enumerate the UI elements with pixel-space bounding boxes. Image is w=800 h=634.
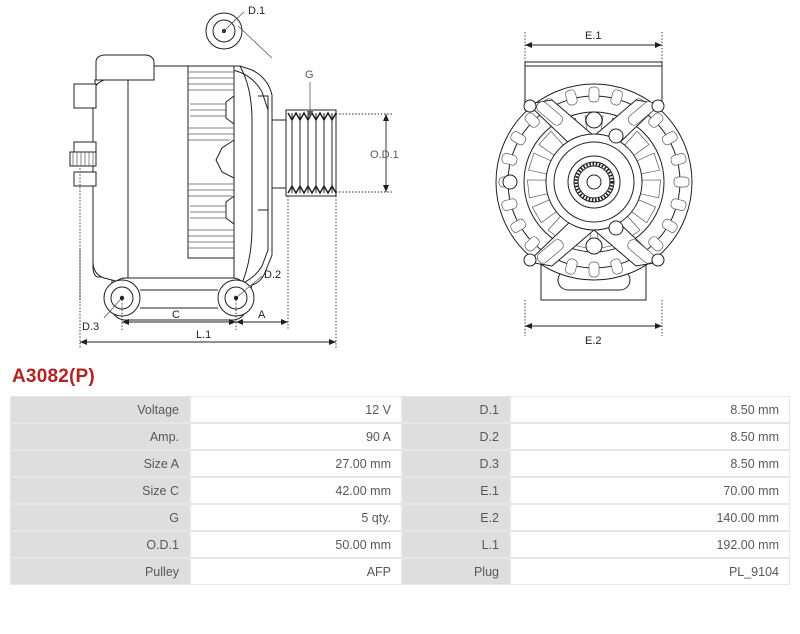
svg-text:A: A [258,309,266,321]
spec-label: O.D.1 [10,531,190,558]
stator-fins [187,65,235,259]
spec-value-2: 8.50 mm [510,450,790,477]
callout-d1: D.1 [205,5,273,59]
callout-d3: D.3 [82,295,125,333]
spec-label: Size A [10,450,190,477]
spec-value-2: 8.50 mm [510,423,790,450]
spec-value-2: PL_9104 [510,558,790,585]
spec-label-2: E.2 [402,504,510,531]
dimension-e1: E.1 [524,30,663,62]
svg-text:D.3: D.3 [82,321,99,333]
technical-drawings: D.1 G O.D.1 D.2 [0,0,800,360]
svg-text:D.1: D.1 [248,5,265,17]
spec-value: 50.00 mm [190,531,402,558]
dimension-c-a: C A [121,196,289,330]
spec-value-2: 140.00 mm [510,504,790,531]
svg-text:E.1: E.1 [585,30,602,42]
spec-label-2: D.1 [402,396,510,423]
spec-value: AFP [190,558,402,585]
connector-detail [69,151,97,167]
splined-shaft [573,161,615,203]
spec-value: 5 qty. [190,504,402,531]
spec-label-2: D.3 [402,450,510,477]
dimension-l1: L.1 [79,196,337,348]
spec-label: Size C [10,477,190,504]
svg-text:C: C [172,309,180,321]
alternator-side-view: D.1 G O.D.1 D.2 [0,0,440,360]
spec-value: 27.00 mm [190,450,402,477]
spec-value: 12 V [190,396,402,423]
svg-text:D.2: D.2 [264,269,281,281]
dimension-od1: O.D.1 [336,113,399,193]
callout-g: G [305,69,314,118]
rotor-assembly [495,83,693,281]
spec-value-2: 192.00 mm [510,531,790,558]
spec-label: G [10,504,190,531]
svg-text:G: G [305,69,314,81]
spec-label: Pulley [10,558,190,585]
spec-value-2: 70.00 mm [510,477,790,504]
pulley [285,109,337,197]
spec-value: 90 A [190,423,402,450]
spec-label-2: E.1 [402,477,510,504]
spec-label-2: D.2 [402,423,510,450]
svg-text:O.D.1: O.D.1 [370,149,399,161]
page-title: A3082(P) [12,366,95,387]
callout-d2: D.2 [233,269,281,301]
spec-label-2: Plug [402,558,510,585]
svg-text:L.1: L.1 [196,329,211,341]
svg-text:E.2: E.2 [585,335,602,347]
alternator-end-view: E.1 [440,0,800,360]
spec-label: Amp. [10,423,190,450]
spec-value-2: 8.50 mm [510,396,790,423]
dimension-e2: E.2 [524,300,663,347]
spec-label-2: L.1 [402,531,510,558]
spec-label: Voltage [10,396,190,423]
spec-value: 42.00 mm [190,477,402,504]
